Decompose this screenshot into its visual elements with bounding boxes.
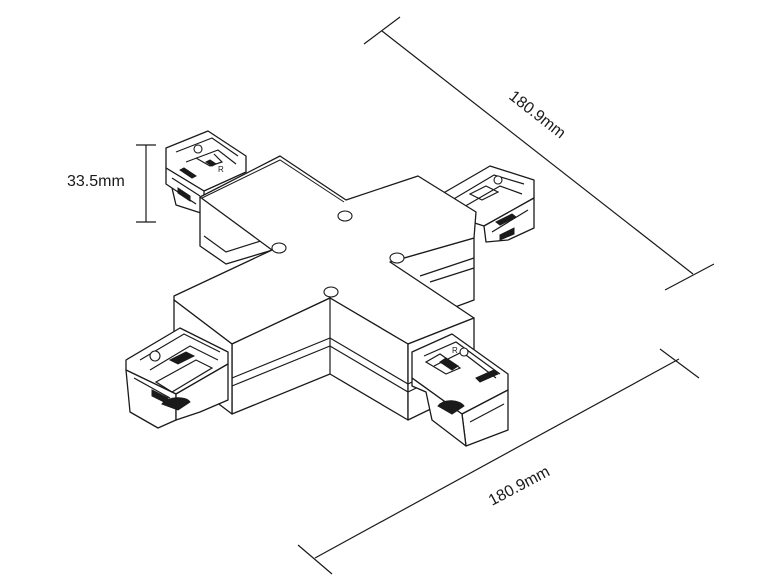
terminal-bottom-right: R: [411, 333, 509, 447]
terminal-bottom-right-marking: R: [452, 346, 458, 355]
dimension-top-label: 180.9mm: [506, 88, 569, 142]
screw-hole-2: [271, 242, 287, 254]
terminal-top-left: R: [165, 130, 247, 215]
screw-hole-3: [389, 252, 405, 264]
screw-hole-4: [323, 286, 339, 298]
dimension-top-line: [381, 30, 694, 275]
terminal-top-right: [439, 165, 535, 243]
screw-hole-1: [337, 210, 353, 222]
dimension-bottom-line: [314, 358, 680, 559]
terminal-bottom-left: [125, 327, 229, 429]
dimension-bottom-tick-start: [297, 544, 333, 575]
terminal-top-left-marking: R: [218, 165, 224, 174]
dimension-height: 33.5mm: [67, 144, 156, 223]
dimension-height-label: 33.5mm: [67, 173, 125, 190]
dimension-bottom-tick-end: [659, 348, 700, 379]
dimension-bottom-label: 180.9mm: [486, 463, 553, 509]
dimension-top-tick-start: [363, 16, 401, 45]
dimension-top-tick-end: [664, 263, 715, 291]
connector-body: [173, 155, 477, 421]
